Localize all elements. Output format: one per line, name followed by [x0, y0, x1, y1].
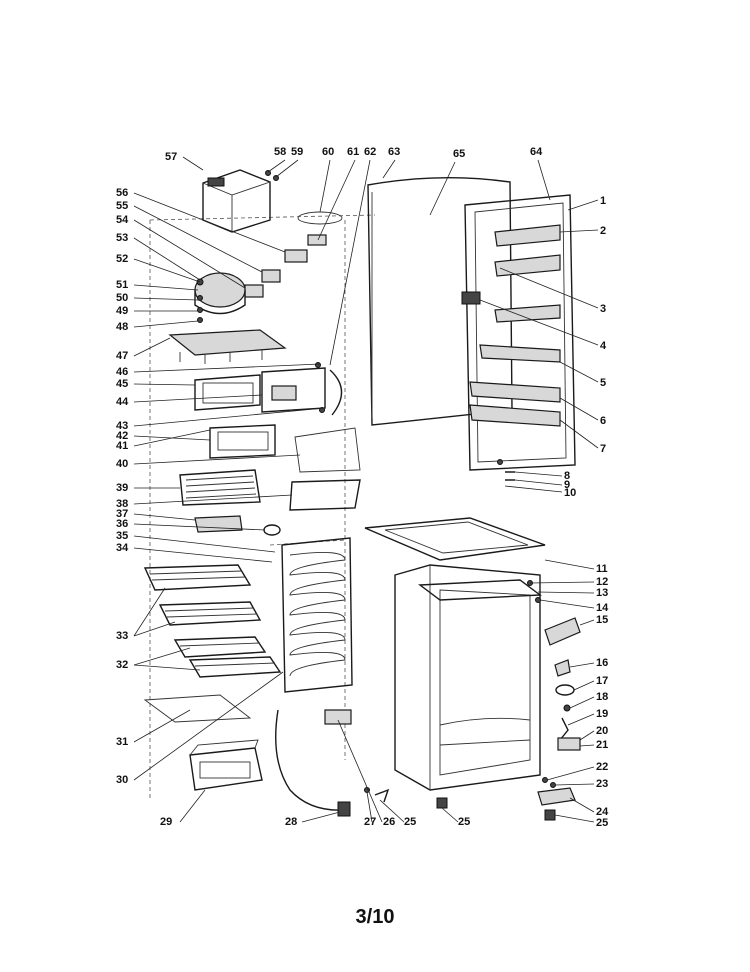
callout-33: 32	[116, 659, 128, 671]
callout-25-bottom: 25	[458, 816, 470, 828]
callout-34: 33	[116, 630, 128, 642]
callout-57: 56	[116, 187, 128, 199]
callout-5: 5	[600, 377, 606, 389]
part-66-door-outer	[367, 176, 513, 426]
callout-17: 17	[596, 675, 608, 687]
callout-14: 14	[596, 602, 609, 614]
part-59-60-screws	[265, 170, 279, 181]
callout-16: 16	[596, 657, 608, 669]
callout-26: 25	[404, 816, 416, 828]
part-12-14-top-frame	[418, 579, 542, 603]
callout-12: 12	[596, 576, 608, 588]
part-29-plug	[337, 801, 351, 817]
callout-4: 4	[600, 340, 607, 352]
callout-8: 8	[564, 470, 570, 482]
part-11-top-panel	[364, 517, 546, 561]
callout-7: 7	[600, 443, 606, 455]
callout-13: 13	[596, 587, 608, 599]
part-62-tube	[329, 369, 343, 416]
callout-39: 38	[116, 498, 128, 510]
callout-54: 53	[116, 232, 128, 244]
callout-labels: 57 56 55 54 53 52 51 50 49 48 47 46 45 4…	[116, 146, 609, 829]
callout-52: 51	[116, 279, 128, 291]
callout-43: 42	[116, 430, 128, 442]
part-26-28-small	[324, 709, 390, 803]
callout-41: 40	[116, 458, 128, 470]
callout-2: 2	[600, 225, 606, 237]
leader-lines	[133, 156, 599, 823]
callout-64: 63	[388, 146, 400, 158]
callout-22: 22	[596, 761, 608, 773]
callout-28: 27	[364, 816, 376, 828]
callout-35: 34	[116, 542, 129, 554]
callout-63: 62	[364, 146, 376, 158]
callout-36: 35	[116, 530, 128, 542]
part-65-door-liner	[461, 194, 576, 471]
callout-15: 15	[596, 614, 608, 626]
callout-62: 61	[347, 146, 359, 158]
callout-10: 10	[564, 487, 576, 499]
part-15-25-side-parts	[436, 617, 581, 821]
part-56-57-switch	[244, 234, 327, 298]
part-33-34-shelves	[143, 564, 282, 678]
callout-20: 20	[596, 725, 608, 737]
callout-9: 9	[564, 479, 570, 491]
callout-29: 28	[285, 816, 297, 828]
part-30-drawer	[189, 739, 263, 791]
callout-53: 52	[116, 253, 128, 265]
part-40-grille	[179, 469, 261, 506]
callout-44: 43	[116, 420, 128, 432]
callout-19: 19	[596, 708, 608, 720]
part-41-42-parts	[209, 424, 361, 473]
callout-32: 31	[116, 736, 128, 748]
callout-50: 49	[116, 305, 128, 317]
callout-59: 58	[274, 146, 286, 158]
callout-11: 11	[596, 563, 608, 575]
cabinet-body	[394, 564, 541, 791]
part-49-52-fasteners	[197, 295, 203, 323]
callout-51: 50	[116, 292, 128, 304]
part-8-10-hinge	[497, 459, 515, 481]
part-58-housing	[202, 169, 271, 233]
callout-46: 45	[116, 378, 128, 390]
callout-18: 18	[596, 691, 608, 703]
page-number: 3/10	[355, 906, 395, 928]
part-48-compressor-base	[168, 329, 287, 364]
part-61-lamp-cover	[297, 211, 343, 225]
callout-40: 39	[116, 482, 128, 494]
callout-55: 54	[116, 214, 129, 226]
part-31-evaporator-coil	[281, 537, 353, 693]
callout-45: 44	[116, 396, 129, 408]
callout-23: 23	[596, 778, 608, 790]
callout-48: 47	[116, 350, 128, 362]
callout-58: 57	[165, 151, 177, 163]
callout-31: 30	[116, 774, 128, 786]
callout-1: 1	[600, 195, 606, 207]
callout-27: 26	[383, 816, 395, 828]
part-54-compressor	[194, 272, 246, 315]
callout-47: 46	[116, 366, 128, 378]
callout-30: 29	[160, 816, 172, 828]
callout-21: 21	[596, 739, 608, 751]
callout-24: 24	[596, 806, 609, 818]
callout-38: 37	[116, 508, 128, 520]
part-29-power-cord	[275, 709, 346, 811]
callout-49: 48	[116, 321, 128, 333]
callout-61: 60	[322, 146, 334, 158]
callout-66: 65	[453, 148, 465, 160]
callout-25-right: 25	[596, 817, 608, 829]
part-39-tray	[289, 479, 361, 511]
part-32-glass-shelf	[143, 694, 252, 723]
callout-3: 3	[600, 303, 606, 315]
callout-42: 41	[116, 440, 128, 452]
part-37-38-bracket	[194, 515, 281, 536]
callout-60: 59	[291, 146, 303, 158]
callout-65: 64	[530, 146, 543, 158]
callout-37: 36	[116, 518, 128, 530]
callout-6: 6	[600, 415, 606, 427]
part-45-46-panels	[194, 362, 326, 413]
callout-56: 55	[116, 200, 128, 212]
